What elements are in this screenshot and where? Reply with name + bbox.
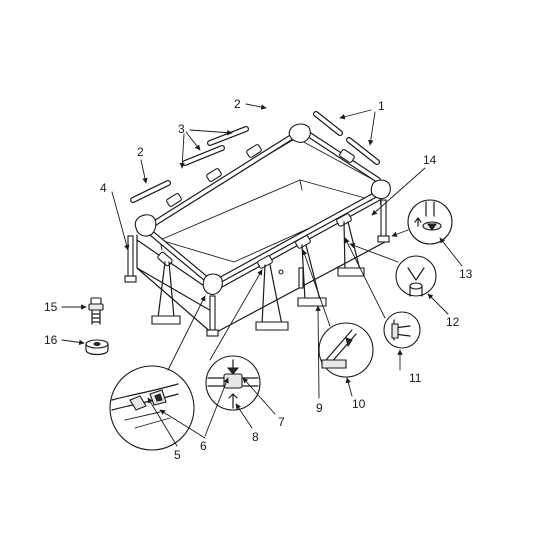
- callout-13: 13: [459, 267, 473, 281]
- callout-5: 5: [174, 448, 181, 462]
- callout-3: 3: [178, 122, 185, 136]
- detail-circle-tjoint: [205, 355, 261, 411]
- callout-15: 15: [44, 300, 58, 314]
- corner-connector-left: [134, 214, 157, 237]
- callout-7: 7: [278, 415, 285, 429]
- callout-2-top: 2: [234, 97, 241, 111]
- callout-10: 10: [352, 397, 366, 411]
- corner-connector-back: [288, 123, 311, 143]
- rail-part-2-left: [130, 180, 171, 203]
- t-joints: [157, 144, 355, 269]
- rail-part-2-top: [252, 108, 292, 126]
- callout-labels: 1 2 2 3 4 5 6 7 8 9 10 11 12 13 14 15 16: [44, 97, 473, 462]
- seal-ring-part-16: [85, 339, 109, 356]
- pool-body: [124, 123, 391, 337]
- callout-14: 14: [423, 153, 437, 167]
- callout-8: 8: [252, 430, 259, 444]
- rail-part-1-a: [313, 111, 343, 136]
- callout-2-left: 2: [137, 145, 144, 159]
- corner-connector-front: [202, 273, 223, 295]
- support-legs: [151, 221, 365, 331]
- drain-plug: [278, 269, 284, 275]
- loose-top-rails: [130, 108, 380, 203]
- callout-9: 9: [316, 401, 323, 415]
- hose-adapter-part-15: [88, 297, 104, 325]
- callout-6: 6: [200, 439, 207, 453]
- rail-part-1-b: [346, 137, 380, 165]
- corner-connector-right: [370, 179, 391, 200]
- detail-circle-pin: [395, 255, 437, 297]
- corner-legs: [124, 199, 390, 337]
- detail-circle-clip: [383, 311, 421, 349]
- callout-16: 16: [44, 333, 58, 347]
- callout-1: 1: [378, 99, 385, 113]
- rail-part-3-a: [207, 126, 249, 146]
- callout-11: 11: [409, 371, 422, 385]
- callout-12: 12: [446, 315, 460, 329]
- callout-4: 4: [100, 181, 107, 195]
- detail-circle-valve: [407, 199, 453, 245]
- rail-part-3-b: [182, 145, 225, 166]
- leader-lines: [61, 103, 463, 447]
- detail-circle-leg-base: [318, 322, 374, 378]
- detail-circle-connector: [109, 365, 195, 451]
